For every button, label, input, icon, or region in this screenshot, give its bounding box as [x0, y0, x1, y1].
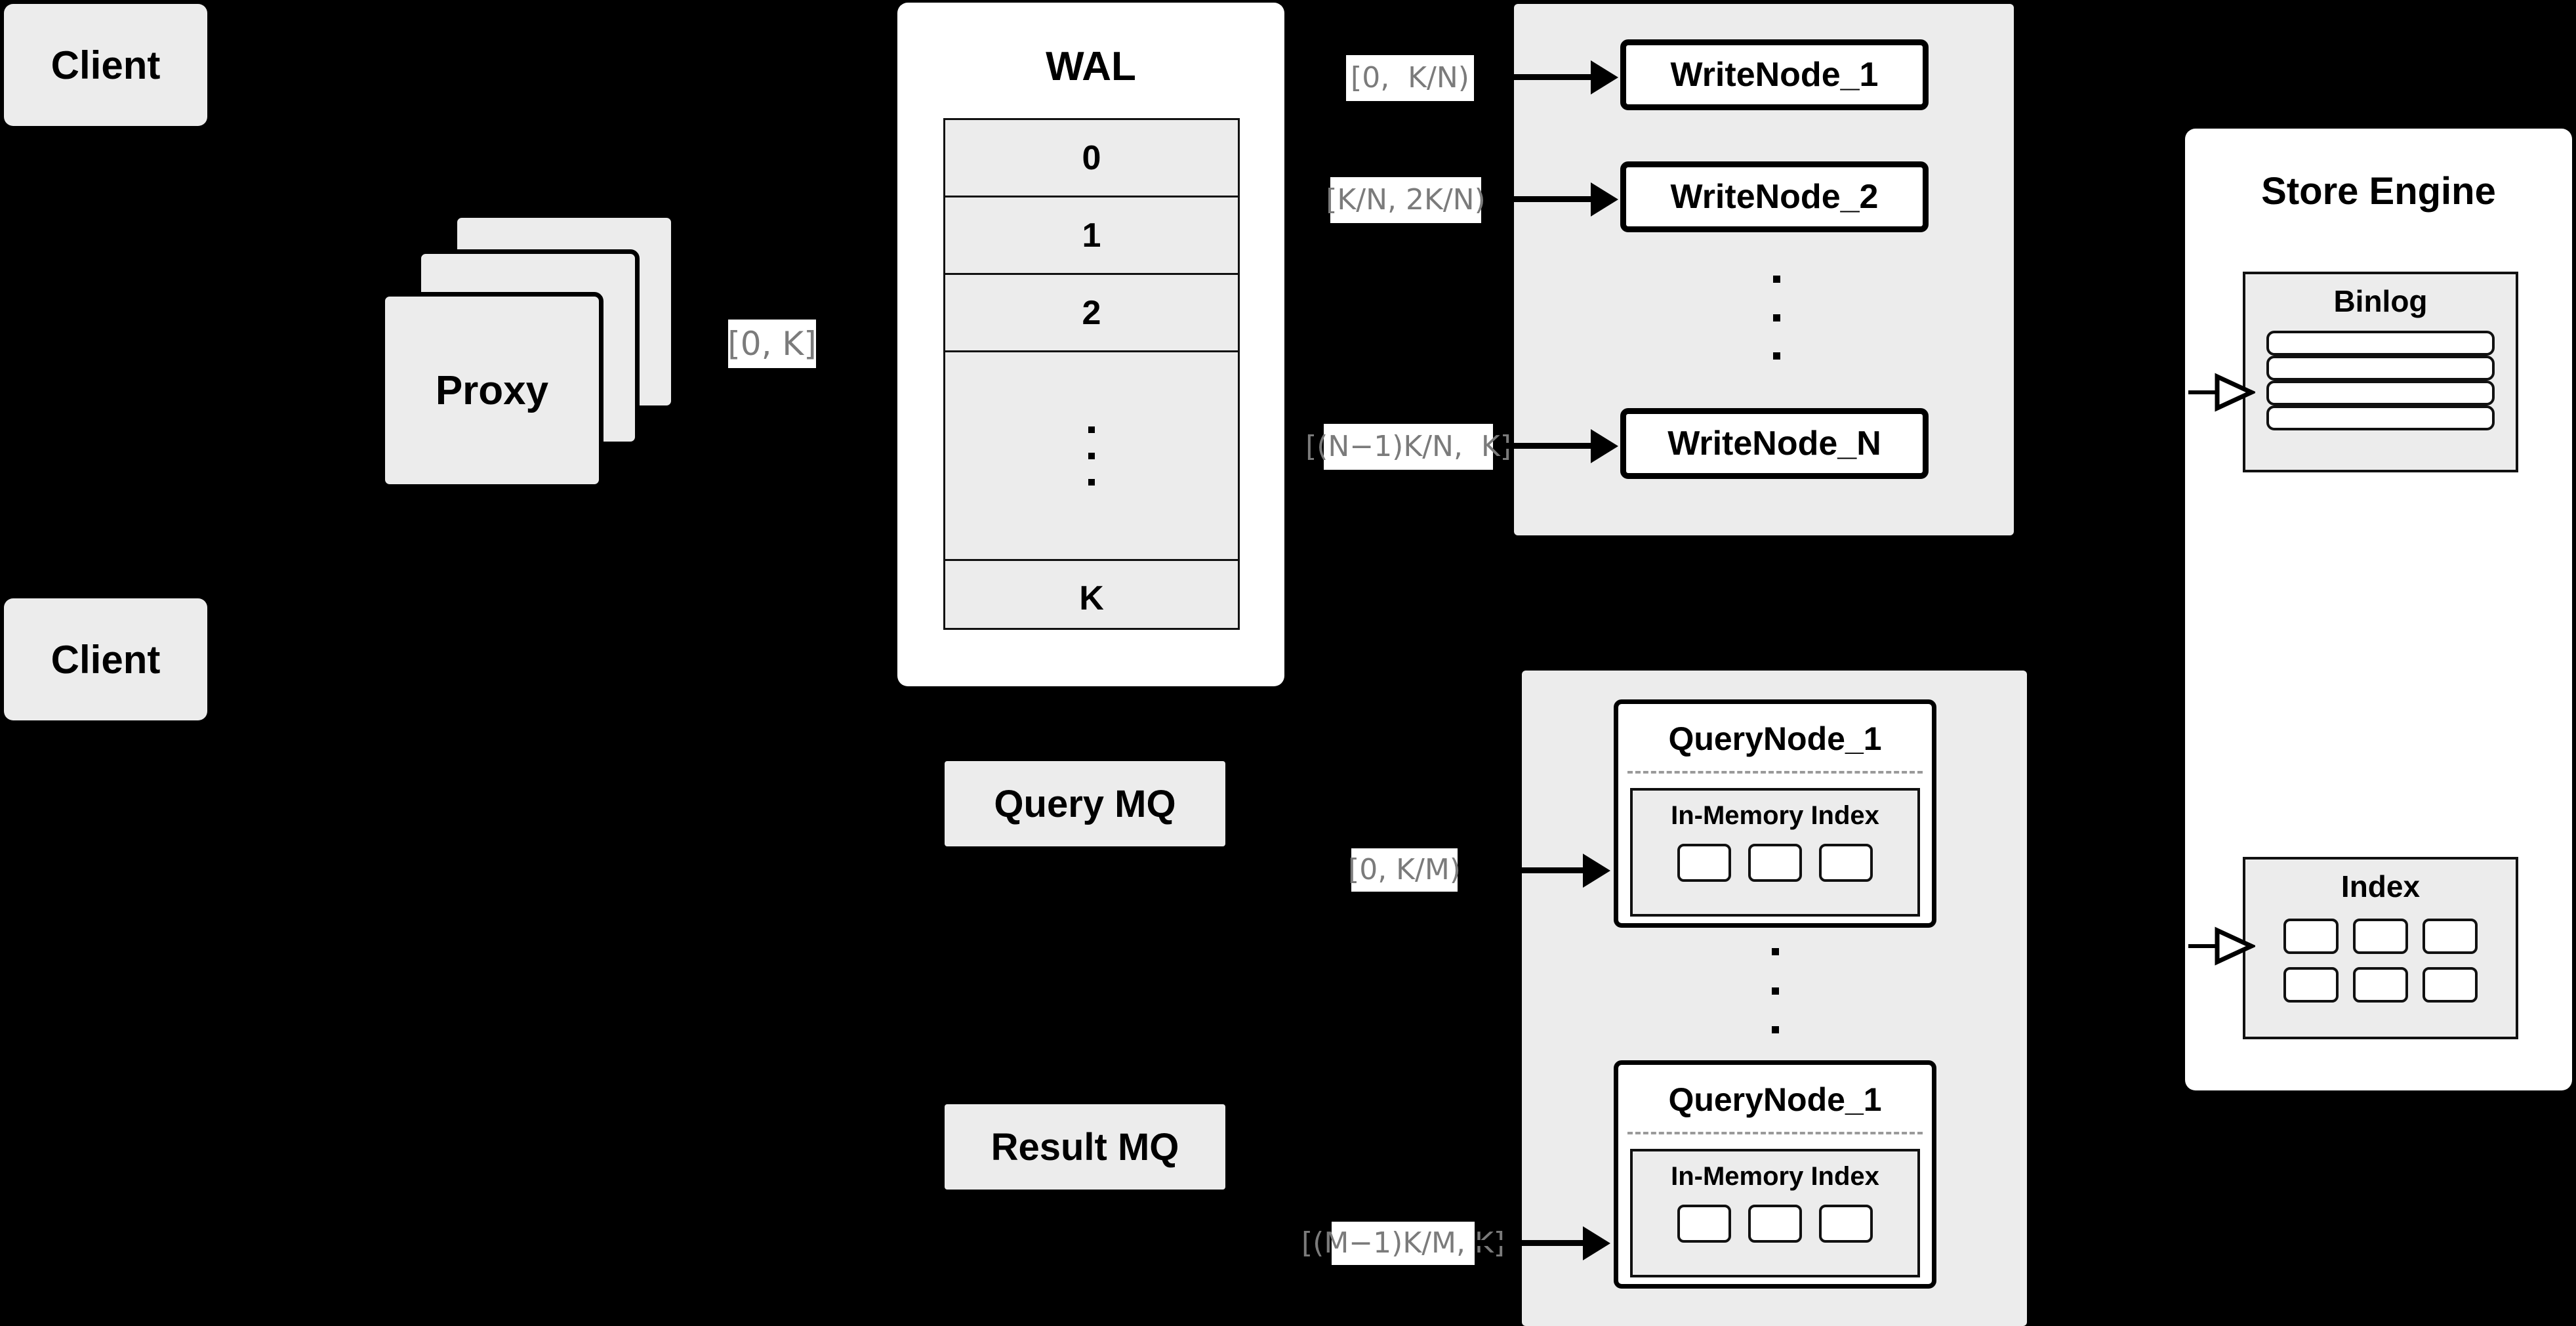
index-chip[interactable]	[1748, 1205, 1802, 1243]
wal-ellipsis-icon	[1088, 426, 1095, 486]
index-cell[interactable]	[2283, 919, 2339, 954]
write-node-n-arrow	[1496, 426, 1627, 466]
query-node-m-memory-index: In-Memory Index	[1630, 1149, 1920, 1277]
write-node-2-arrow	[1496, 180, 1627, 219]
client-node-2-label: Client	[51, 637, 161, 682]
write-node-1-label: WriteNode_1	[1670, 56, 1879, 94]
index-title: Index	[2341, 869, 2421, 903]
client-node-1-label: Client	[51, 43, 161, 87]
query-node-1-memory-index: In-Memory Index	[1630, 788, 1920, 917]
query-nodes-ellipsis-icon	[1768, 948, 1782, 1033]
index-cell[interactable]	[2353, 919, 2408, 954]
query-node-m-chip-row	[1633, 1205, 1917, 1243]
wal-row-1-label: 1	[1082, 216, 1101, 255]
index-chip[interactable]	[1748, 844, 1802, 882]
proxy-stack[interactable]: Proxy	[380, 213, 682, 489]
index-chip[interactable]	[1819, 1205, 1873, 1243]
query-node-m-divider	[1627, 1132, 1923, 1134]
wal-row-ellipsis	[945, 352, 1238, 561]
query-node-m-arrow	[1477, 1224, 1622, 1262]
query-node-1-chip-row	[1633, 844, 1917, 882]
wal-row-1[interactable]: 1	[945, 197, 1238, 275]
binlog-bar[interactable]	[2266, 381, 2495, 405]
query-node-1[interactable]: QueryNode_1 In-Memory Index	[1614, 699, 1936, 928]
index-box: Index	[2243, 857, 2518, 1039]
query-mq-node[interactable]: Query MQ	[945, 761, 1225, 846]
binlog-title: Binlog	[2333, 284, 2428, 318]
open-arrow-head-icon	[2215, 926, 2255, 966]
client-node-1[interactable]: Client	[4, 4, 207, 126]
query-node-m-memory-index-title: In-Memory Index	[1671, 1162, 1879, 1191]
proxy-range-label: [0, K]	[727, 320, 817, 368]
write-node-n-label: WriteNode_N	[1667, 425, 1881, 463]
binlog-bar[interactable]	[2266, 331, 2495, 356]
write-node-1-arrow	[1496, 58, 1627, 97]
write-node-n[interactable]: WriteNode_N	[1620, 408, 1929, 479]
wal-panel: WAL 0 1 2 K	[897, 3, 1284, 686]
write-node-1-range-label: [0, K/N)	[1346, 55, 1474, 101]
write-nodes-ellipsis-icon	[1770, 276, 1783, 360]
query-node-1-divider	[1627, 771, 1923, 774]
binlog-bar-stack	[2266, 331, 2495, 430]
query-node-m-title: QueryNode_1	[1668, 1081, 1882, 1118]
proxy-node-label: Proxy	[435, 367, 549, 413]
index-cell[interactable]	[2423, 967, 2478, 1003]
wal-row-0[interactable]: 0	[945, 120, 1238, 197]
query-node-1-memory-index-title: In-Memory Index	[1671, 801, 1879, 830]
wal-row-0-label: 0	[1082, 138, 1101, 177]
query-node-m[interactable]: QueryNode_1 In-Memory Index	[1614, 1060, 1936, 1289]
wal-panel-title: WAL	[1046, 44, 1136, 89]
index-cell[interactable]	[2283, 967, 2339, 1003]
index-inbound-arrow	[2188, 926, 2260, 966]
write-node-2-range-label: [K/N, 2K/N)	[1326, 177, 1486, 223]
query-node-m-range-label: [(M−1)K/M, K]	[1301, 1222, 1505, 1265]
index-chip[interactable]	[1677, 1205, 1731, 1243]
write-node-1[interactable]: WriteNode_1	[1620, 39, 1929, 110]
client-node-2[interactable]: Client	[4, 598, 207, 720]
index-cell-grid	[2245, 919, 2516, 1003]
query-node-1-arrow	[1477, 852, 1622, 890]
index-cell[interactable]	[2353, 967, 2408, 1003]
write-node-2[interactable]: WriteNode_2	[1620, 161, 1929, 232]
query-node-1-range-label: [0, K/M)	[1348, 848, 1461, 892]
index-cell[interactable]	[2423, 919, 2478, 954]
store-engine-panel: Store Engine Binlog Index	[2185, 129, 2572, 1090]
wal-row-k[interactable]: K	[945, 561, 1238, 636]
query-mq-label: Query MQ	[994, 782, 1176, 825]
write-node-2-label: WriteNode_2	[1670, 178, 1879, 216]
binlog-box: Binlog	[2243, 272, 2518, 472]
result-mq-node[interactable]: Result MQ	[945, 1104, 1225, 1190]
wal-row-k-label: K	[1079, 579, 1104, 617]
binlog-bar[interactable]	[2266, 405, 2495, 430]
index-chip[interactable]	[1677, 844, 1731, 882]
query-node-1-title: QueryNode_1	[1668, 720, 1882, 757]
index-chip[interactable]	[1819, 844, 1873, 882]
binlog-inbound-arrow	[2188, 373, 2260, 412]
proxy-range-label-text: [0, K]	[727, 325, 817, 363]
proxy-node[interactable]: Proxy	[380, 292, 603, 489]
store-engine-title: Store Engine	[2261, 170, 2496, 213]
write-node-n-range-label: [(N−1)K/N, K]	[1305, 424, 1511, 470]
result-mq-label: Result MQ	[991, 1125, 1179, 1169]
wal-row-2[interactable]: 2	[945, 275, 1238, 352]
wal-row-2-label: 2	[1082, 293, 1101, 332]
wal-entry-table: 0 1 2 K	[943, 118, 1240, 630]
binlog-bar[interactable]	[2266, 356, 2495, 381]
open-arrow-head-icon	[2215, 373, 2255, 412]
